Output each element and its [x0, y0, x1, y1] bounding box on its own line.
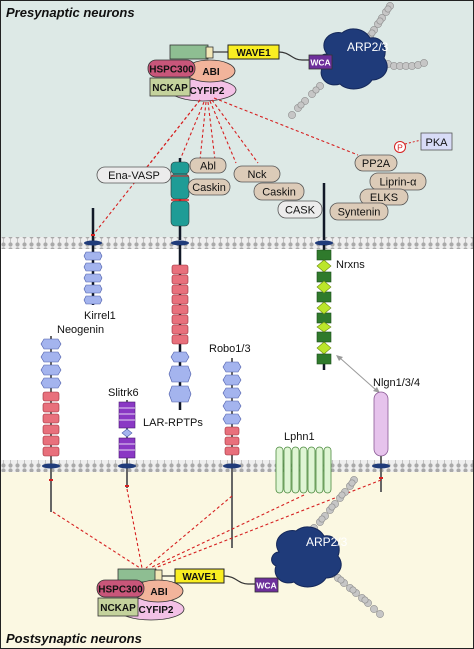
pka-label: PKA: [425, 137, 448, 149]
robo-protein: Robo1/3: [209, 343, 251, 548]
adaptor-proteins: Ena-VASP Abl Caskin Nck Caskin CASK PP2A…: [96, 132, 453, 240]
liprin-label: Liprin-α: [380, 177, 418, 189]
neuroligin-protein: Nlgn1/3/4: [372, 377, 420, 492]
phospho-label: P: [397, 143, 403, 153]
robo-label: Robo1/3: [209, 343, 251, 355]
nrxn-nlgn-arrow: [336, 355, 380, 393]
lar-rptps-label: LAR-RPTPs: [143, 417, 203, 429]
caskin-label-1: Caskin: [192, 182, 226, 194]
cyfip2-label-bottom: CYFIP2: [138, 605, 173, 616]
ena-vasp-label: Ena-VASP: [108, 170, 160, 182]
nck-label: Nck: [248, 169, 267, 181]
wca-label-bottom: WCA: [256, 581, 276, 591]
elks-label: ELKS: [370, 192, 398, 204]
wave1-label-bottom: WAVE1: [182, 572, 217, 583]
presynaptic-membrane: [0, 237, 474, 249]
kirrel1-label: Kirrel1: [84, 310, 116, 322]
lphn1-label: Lphn1: [284, 431, 315, 443]
wave-complex-top: WAVE1 WCA CYFIP2 NCKAP ABI HSPC300: [147, 44, 333, 102]
nlgn-label: Nlgn1/3/4: [373, 377, 420, 389]
lar-rptp-protein: LAR-RPTPs: [143, 240, 203, 429]
arp23-label-top: ARP2/3: [347, 40, 389, 54]
hspc300-label-top: HSPC300: [149, 65, 194, 76]
wave-complex-bottom: WAVE1 WCA CYFIP2 NCKAP ABI HSPC300: [96, 568, 279, 621]
cask-label: CASK: [285, 205, 316, 217]
synaptic-cleft: [0, 249, 474, 460]
lphn1-protein: Lphn1: [275, 431, 332, 494]
abi-label-top: ABI: [202, 67, 219, 78]
presynaptic-interaction-lines: [92, 97, 359, 236]
abi-label-bottom: ABI: [150, 587, 167, 598]
lar-intracellular: [170, 158, 190, 240]
syntenin-label: Syntenin: [338, 207, 381, 219]
nckap-label-bottom: NCKAP: [100, 603, 136, 614]
arp23-complex-bottom: ARP2/3: [271, 526, 348, 588]
arp23-complex-top: ARP2/3: [317, 28, 389, 90]
postsynaptic-region: [0, 472, 474, 649]
abl-label: Abl: [200, 161, 216, 173]
postsynaptic-label: Postsynaptic neurons: [6, 631, 142, 646]
slitrk6-protein: Slitrk6: [108, 387, 139, 488]
neogenin-protein: Neogenin: [40, 324, 104, 512]
cyfip2-label-top: CYFIP2: [189, 86, 224, 97]
kirrel1-protein: Kirrel1: [83, 208, 116, 322]
pp2a-label: PP2A: [362, 158, 391, 170]
slitrk6-label: Slitrk6: [108, 387, 139, 399]
presynaptic-label: Presynaptic neurons: [6, 5, 135, 20]
neurexin-protein: Nrxns: [315, 240, 365, 370]
hspc300-label-bottom: HSPC300: [98, 585, 143, 596]
wca-label-top: WCA: [310, 58, 330, 68]
neogenin-label: Neogenin: [57, 324, 104, 336]
wave1-label-top: WAVE1: [236, 48, 271, 59]
caskin-label-2: Caskin: [262, 187, 296, 199]
nckap-label-top: NCKAP: [152, 83, 188, 94]
nrxns-label: Nrxns: [336, 259, 365, 271]
arp23-label-bottom: ARP2/3: [306, 535, 348, 549]
